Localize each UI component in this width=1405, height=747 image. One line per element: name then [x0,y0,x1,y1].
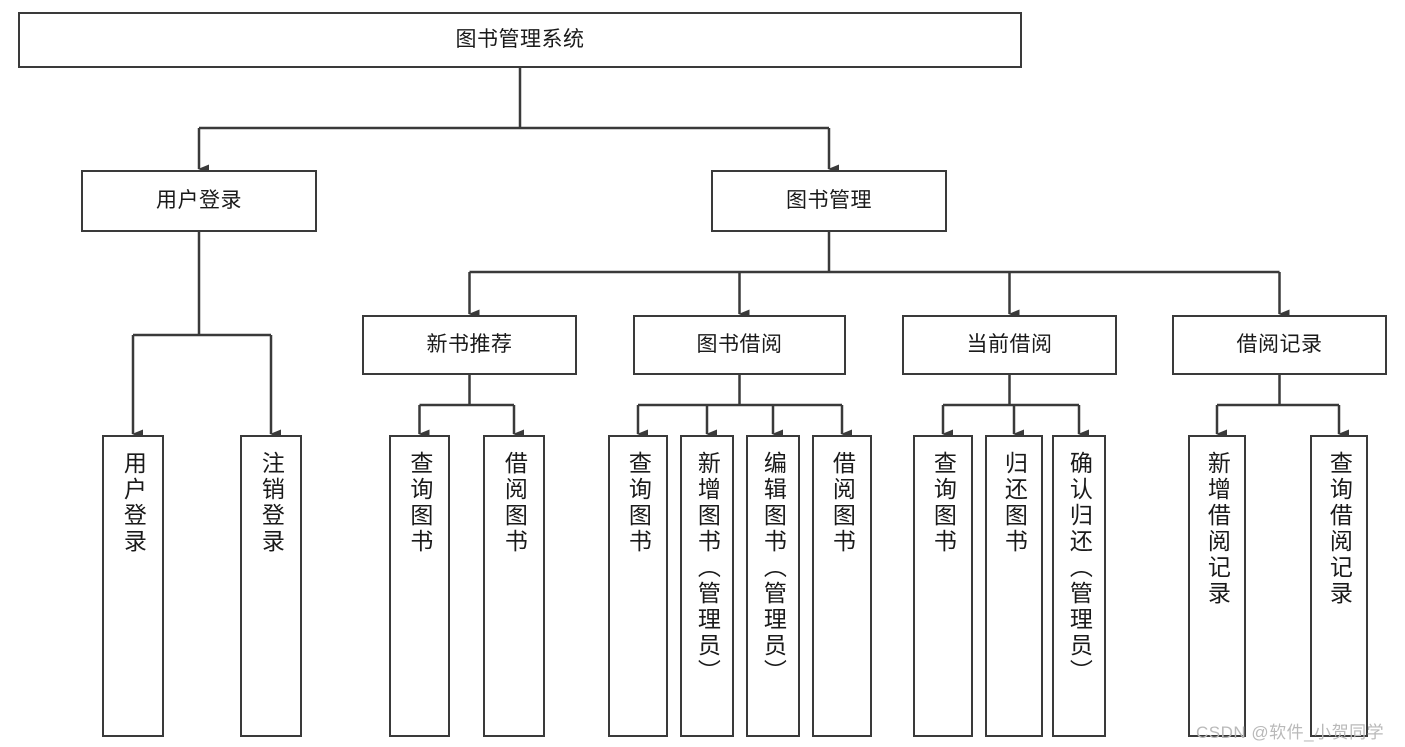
node-l3_1[interactable]: 新书推荐 [362,315,577,375]
node-l2_1[interactable]: 用户登录 [81,170,317,232]
node-leaf_10[interactable]: 归还图书 [985,435,1043,737]
node-label: 新增借阅记录 [1204,451,1231,607]
node-label: 图书借阅 [696,332,783,356]
node-label: 查询图书 [930,451,957,555]
node-label: 查询借阅记录 [1326,451,1353,607]
node-label: 确认归还（管理员） [1066,451,1093,685]
node-label: 图书管理系统 [455,27,585,51]
node-label: 归还图书 [1001,451,1028,555]
node-root[interactable]: 图书管理系统 [18,12,1022,68]
node-leaf_4[interactable]: 借阅图书 [483,435,545,737]
node-leaf_5[interactable]: 查询图书 [608,435,668,737]
node-label: 借阅图书 [829,451,856,555]
node-leaf_13[interactable]: 查询借阅记录 [1310,435,1368,737]
node-leaf_12[interactable]: 新增借阅记录 [1188,435,1246,737]
node-label: 新书推荐 [426,332,513,356]
node-label: 查询图书 [406,451,433,555]
node-label: 借阅图书 [501,451,528,555]
node-leaf_9[interactable]: 查询图书 [913,435,973,737]
node-label: 新增图书（管理员） [694,451,721,685]
node-label: 用户登录 [156,188,242,212]
node-label: 注销登录 [258,451,285,555]
node-label: 编辑图书（管理员） [760,451,787,685]
node-leaf_11[interactable]: 确认归还（管理员） [1052,435,1106,737]
node-leaf_1[interactable]: 用户登录 [102,435,164,737]
node-l3_3[interactable]: 当前借阅 [902,315,1117,375]
node-leaf_8[interactable]: 借阅图书 [812,435,872,737]
node-leaf_2[interactable]: 注销登录 [240,435,302,737]
node-leaf_7[interactable]: 编辑图书（管理员） [746,435,800,737]
node-label: 借阅记录 [1236,332,1323,356]
node-label: 用户登录 [120,451,147,555]
node-leaf_3[interactable]: 查询图书 [389,435,450,737]
node-l2_2[interactable]: 图书管理 [711,170,947,232]
node-label: 图书管理 [786,188,872,212]
tree-edges [131,68,1349,439]
node-leaf_6[interactable]: 新增图书（管理员） [680,435,734,737]
node-l3_4[interactable]: 借阅记录 [1172,315,1387,375]
node-l3_2[interactable]: 图书借阅 [633,315,846,375]
node-label: 查询图书 [625,451,652,555]
node-label: 当前借阅 [966,332,1053,356]
